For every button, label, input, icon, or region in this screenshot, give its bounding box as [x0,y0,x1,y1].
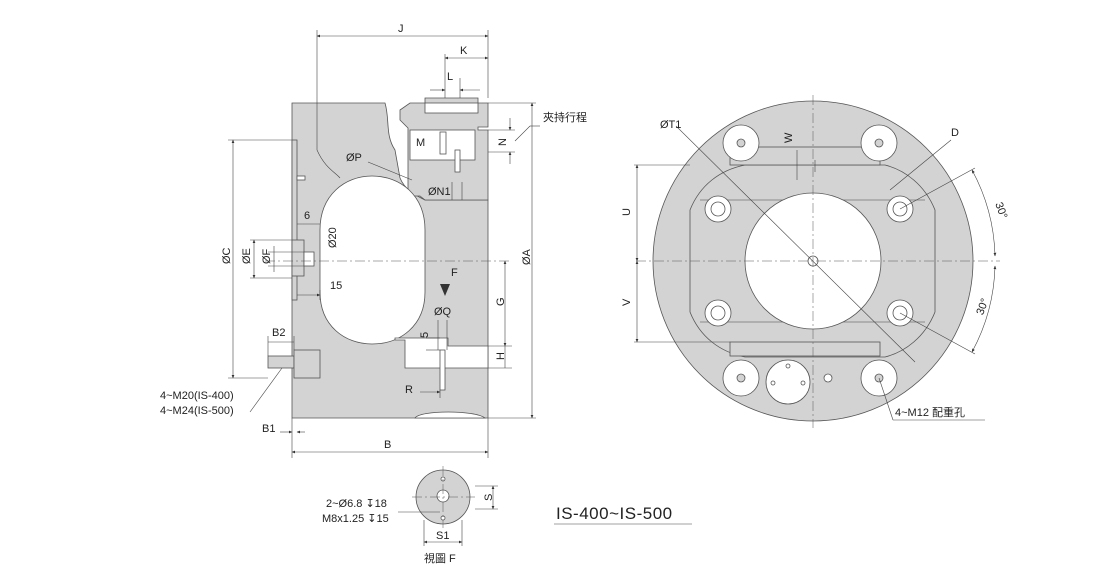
dim-15-label: 15 [330,280,342,292]
jaw-pin [454,149,461,173]
view-f: S S1 2~Ø6.8 ↧18 M8x1.25 ↧15 視圖 F [322,466,498,565]
jaw-top-slot [424,102,479,114]
jaw-bolt [439,131,447,155]
angle-arc-upper [971,169,997,257]
note-m12: 4~M12 配重孔 [895,405,965,419]
dim-l-label: L [447,71,453,83]
mount-bolt-block [293,349,321,379]
q-pin [439,349,446,391]
angle-label-upper: 30° [992,201,1009,221]
front-bottom-boss [765,359,811,405]
mount-bolt-head [267,355,295,369]
rear-plate [291,139,298,301]
dim-b2-label: B2 [272,327,285,339]
dim-6-label: 6 [304,210,310,222]
view-f-arrow-label: F [451,267,458,279]
front-view: ØT1 W D U V 30° 30° 4~M12 配重孔 [621,95,1009,428]
note-m20: 4~M20(IS-400) [160,390,234,402]
dim-t1-label: ØT1 [660,119,681,131]
note-hole1: 2~Ø6.8 ↧18 [326,498,387,510]
dim-20-label: Ø20 [327,227,339,248]
body-left-profile [316,103,341,179]
dim-k-label: K [460,45,468,57]
dim-e-label: ØE [241,248,253,264]
side-view: J K L M N 夾持行程 ØP ØN1 6 Ø20 15 [160,23,587,458]
rear-boss-inner [303,251,315,267]
dim-u-label: U [621,208,633,216]
dim-n1-label: ØN1 [428,186,451,198]
rear-stud [296,175,306,181]
dim-s-label: S [483,494,495,501]
dim-h-label: H [495,352,507,360]
dim-f-label: ØF [261,248,273,264]
dim-b1-label: B1 [262,423,275,435]
dim-5-label: 5 [419,332,431,338]
model-title: IS-400~IS-500 [556,504,673,523]
front-bottom-slot [729,341,881,357]
stroke-note: 夾持行程 [543,110,587,124]
dim-n-label: N [497,138,509,146]
rear-boss [291,239,305,277]
view-f-arrow [440,284,450,296]
view-f-caption: 視圖 F [424,551,456,565]
dim-j-label: J [398,23,404,35]
note-hole2: M8x1.25 ↧15 [322,513,389,525]
dim-m-label: M [416,137,425,149]
cylinder-capsule [319,175,426,345]
dim-q-label: ØQ [434,306,452,318]
dim-a-label: ØA [521,248,533,265]
angle-arc-lower [971,265,997,353]
dim-w-label: W [783,132,795,143]
dim-v-label: V [621,298,633,306]
dim-d-label: D [951,127,959,139]
dim-r-label: R [405,384,413,396]
dim-b-label: B [384,439,391,451]
note-m24: 4~M24(IS-500) [160,405,234,417]
bottom-curve [414,411,487,419]
dim-t1-line [675,125,916,363]
dim-g-label: G [495,297,507,306]
balance-holes [722,124,898,397]
dim-c-label: ØC [221,247,233,264]
dim-p-label: ØP [346,152,362,164]
dim-s1-label: S1 [436,530,449,542]
angle-label-lower: 30° [974,297,991,317]
